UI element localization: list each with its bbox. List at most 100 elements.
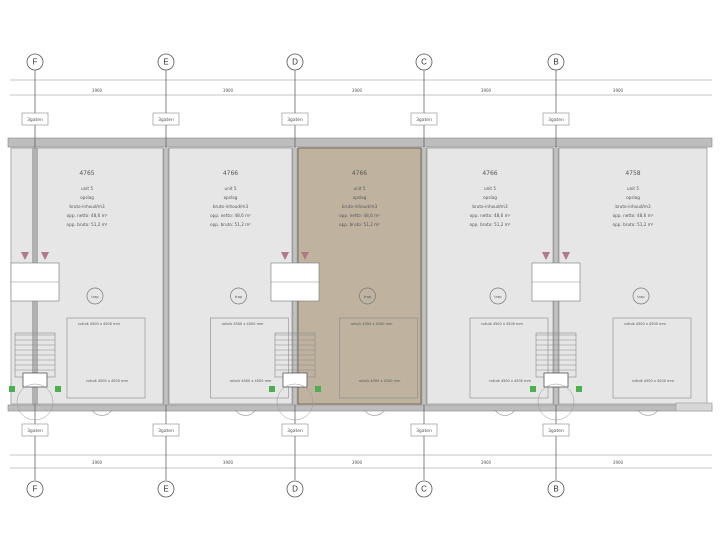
unit-info-line: opslag xyxy=(224,195,238,200)
trap-circle xyxy=(86,287,104,305)
door-frame xyxy=(66,317,146,399)
unit-info-line: opp. netto: 48,6 m² xyxy=(339,213,380,218)
unit-number: 4766 xyxy=(352,170,367,177)
unit-info-line: opp. netto: 48,6 m² xyxy=(67,213,108,218)
unit-info-line: opslag xyxy=(80,195,94,200)
axis-label-bottom: B xyxy=(553,485,558,494)
axis-label-bottom: F xyxy=(33,485,38,494)
door-label-bottom: rolluik 4500 x 4500 mm xyxy=(359,379,401,383)
axis-bubble-bottom xyxy=(26,480,44,498)
unit-info-line: unit 5 xyxy=(353,186,365,191)
axis-tag-top-label: 3gaten xyxy=(287,117,303,123)
unit-info-line: bruto-inhoud/m3 xyxy=(615,204,651,209)
axis-bubble-top xyxy=(415,53,433,71)
unit-info-line: opp. bruto: 51,2 m² xyxy=(613,222,654,227)
unit-number: 4766 xyxy=(223,170,238,177)
door-arc xyxy=(364,409,385,416)
axis-tag-top xyxy=(21,112,49,126)
door-frame xyxy=(612,317,692,399)
door-frame xyxy=(469,317,549,399)
service-core xyxy=(530,252,582,421)
axis-tag-top-label: 3gaten xyxy=(27,117,43,123)
unit-info-line: opslag xyxy=(626,195,640,200)
wall-bottom xyxy=(7,404,713,412)
door-arc xyxy=(235,409,256,416)
trap-circle xyxy=(230,287,247,305)
unit-info-line: unit 5 xyxy=(81,186,93,191)
warning-marker-icon xyxy=(562,252,570,260)
door-label: rolluik 4500 x 4500 mm xyxy=(624,322,666,326)
warning-marker-icon xyxy=(542,252,550,260)
axis-tag-bottom-label: 3gaten xyxy=(416,428,432,434)
unit-info-line: bruto-inhoud/m3 xyxy=(342,204,378,209)
green-marker-icon xyxy=(530,386,536,392)
unit-info-line: unit 5 xyxy=(224,186,236,191)
dimension-bottom: 3900 xyxy=(92,460,103,465)
axis-tag-top xyxy=(542,112,570,126)
unit-area xyxy=(558,147,708,405)
unit-info-line: opp. netto: 48,6 m² xyxy=(210,213,251,218)
door-label: rolluik 4500 x 4500 mm xyxy=(481,322,523,326)
unit-info-line: opslag xyxy=(483,195,497,200)
axis-label-top: B xyxy=(553,58,558,67)
end-wall-segment xyxy=(675,402,713,412)
door-arc xyxy=(91,409,113,416)
dimension-top: 3900 xyxy=(92,88,103,93)
axis-label-top: F xyxy=(33,58,38,67)
axis-tag-top xyxy=(410,112,438,126)
entrance-block xyxy=(543,372,569,388)
warning-marker-icon xyxy=(21,252,29,260)
entrance-arc xyxy=(276,383,314,421)
axis-label-bottom: D xyxy=(292,485,298,494)
axis-tag-bottom xyxy=(542,423,570,437)
door-label-bottom: rolluik 4500 x 4500 mm xyxy=(632,379,674,383)
axis-bubble-bottom xyxy=(286,480,304,498)
trap-label: trap xyxy=(637,295,645,299)
unit-info-line: opslag xyxy=(353,195,367,200)
unit-info-line: unit 5 xyxy=(627,186,639,191)
warning-marker-icon xyxy=(301,252,309,260)
door-frame xyxy=(339,317,418,399)
unit-info-line: bruto-inhoud/m3 xyxy=(69,204,105,209)
service-core xyxy=(9,252,61,421)
axis-tag-bottom-label: 3gaten xyxy=(27,428,43,434)
axis-bubble-top xyxy=(286,53,304,71)
axis-tag-bottom xyxy=(152,423,180,437)
door-frame xyxy=(210,317,289,399)
unit-info-line: bruto-inhoud/m3 xyxy=(213,204,249,209)
axis-bubble-bottom xyxy=(547,480,565,498)
dimension-top: 3900 xyxy=(352,88,363,93)
door-label: rolluik 4500 x 4500 mm xyxy=(222,322,264,326)
door-label-bottom: rolluik 4500 x 4500 mm xyxy=(489,379,531,383)
axis-tag-bottom-label: 3gaten xyxy=(158,428,174,434)
axis-tag-top-label: 3gaten xyxy=(416,117,432,123)
dimension-bottom: 3900 xyxy=(352,460,363,465)
wall-top xyxy=(7,137,713,148)
axis-label-bottom: C xyxy=(421,485,427,494)
unit-info-line: opp. bruto: 51,2 m² xyxy=(339,222,380,227)
dimension-bottom: 3900 xyxy=(481,460,492,465)
axis-label-top: E xyxy=(163,58,168,67)
entrance-arc xyxy=(537,383,575,421)
axis-tag-bottom xyxy=(281,423,309,437)
unit-info-line: opp. bruto: 51,2 m² xyxy=(470,222,511,227)
door-arc xyxy=(494,409,516,416)
unit-number: 4758 xyxy=(625,170,640,177)
axis-bubble-bottom xyxy=(157,480,175,498)
trap-circle xyxy=(359,287,376,305)
door-label-bottom: rolluik 4500 x 4500 mm xyxy=(230,379,272,383)
axis-tag-top-label: 3gaten xyxy=(158,117,174,123)
axis-tag-bottom-label: 3gaten xyxy=(287,428,303,434)
dimension-bottom: 3900 xyxy=(223,460,234,465)
unit-info-line: unit 5 xyxy=(484,186,496,191)
unit-number: 4766 xyxy=(482,170,497,177)
trap-circle xyxy=(489,287,507,305)
door-label: rolluik 4500 x 4500 mm xyxy=(351,322,393,326)
entrance-block xyxy=(282,372,308,388)
axis-tag-bottom xyxy=(21,423,49,437)
axis-label-top: D xyxy=(292,58,298,67)
green-marker-icon xyxy=(55,386,61,392)
trap-circle xyxy=(632,287,650,305)
